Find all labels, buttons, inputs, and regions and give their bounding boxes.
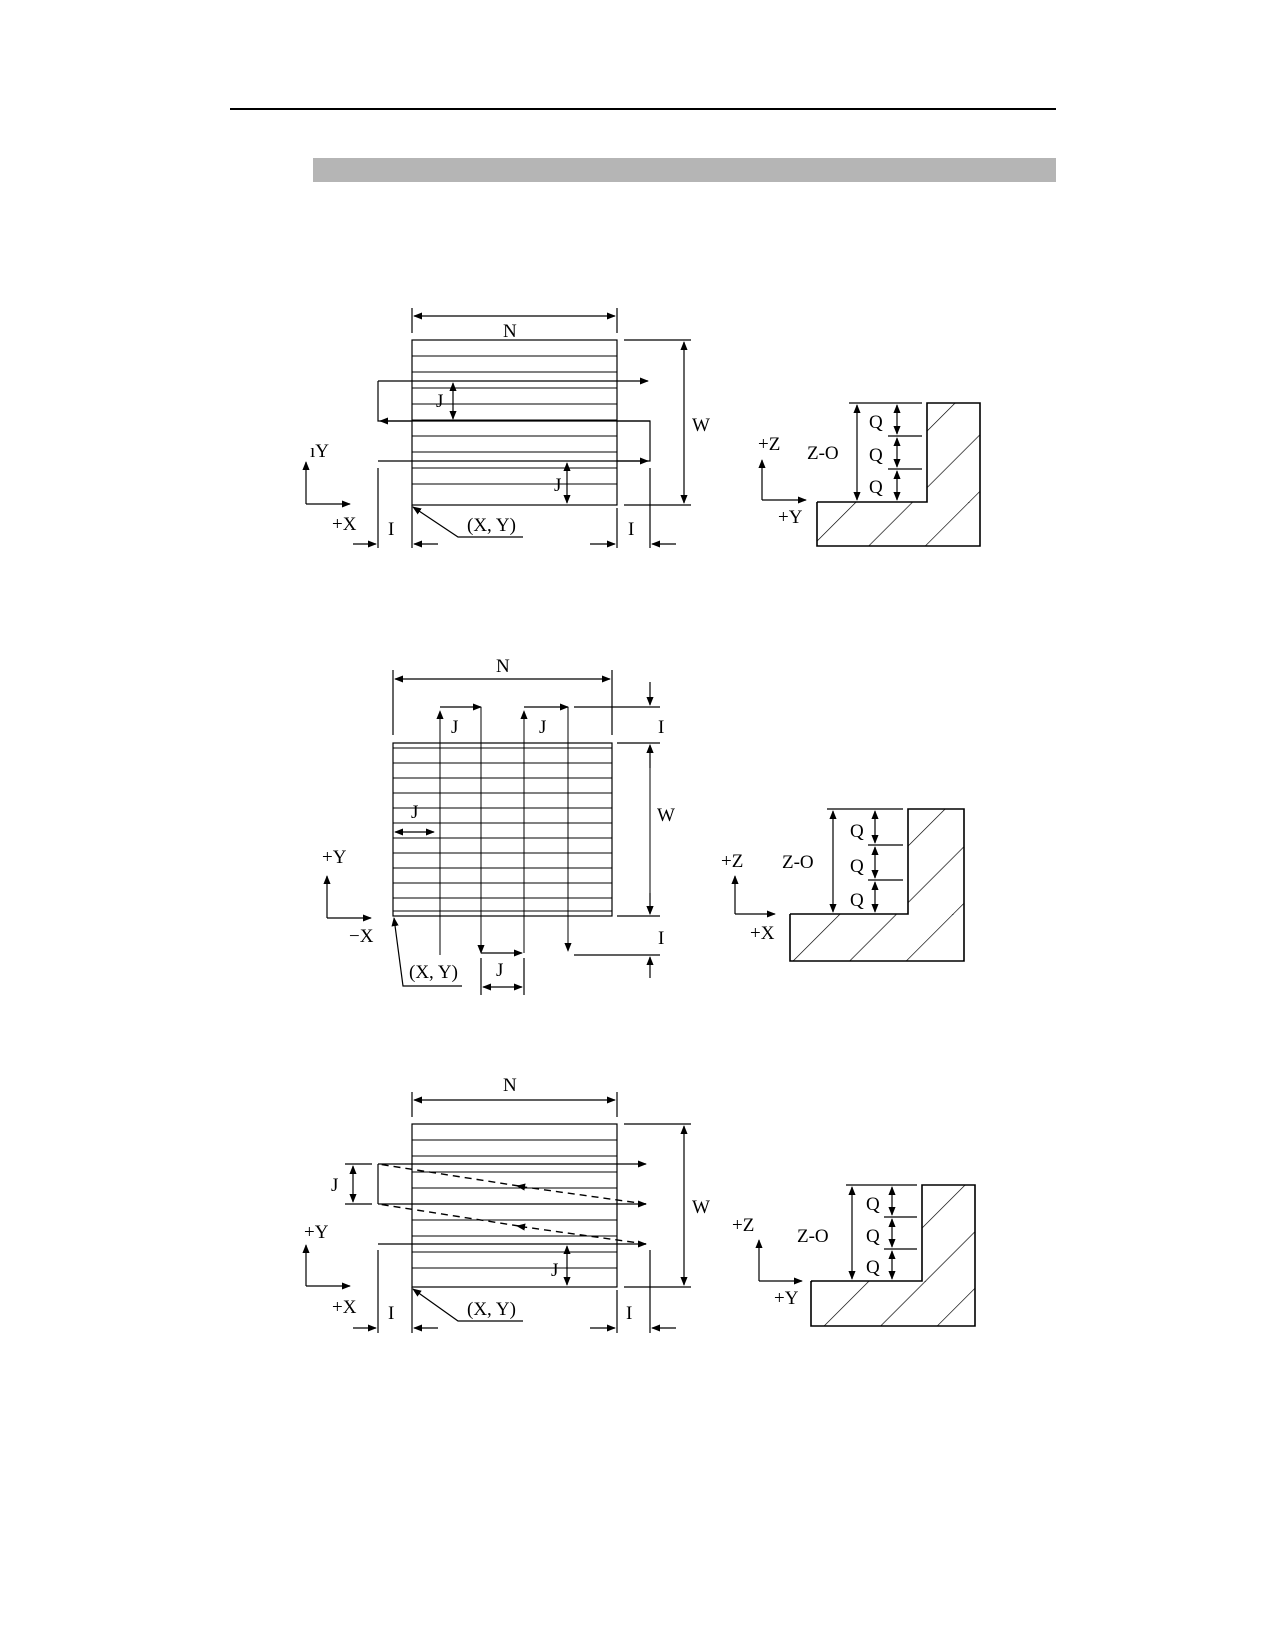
- w-dimension-label: W: [692, 415, 710, 436]
- j-stepover-label: J: [496, 960, 503, 981]
- i-overtravel-label: I: [658, 717, 664, 738]
- start-point-label: (X, Y): [467, 515, 516, 536]
- plus-z-axis-label: +Z: [758, 434, 780, 455]
- diagram-2-x-direction: N W I I J J J J (X, Y) +Y −X Q Q: [322, 656, 965, 995]
- diagram-1-workpiece-lines: [411, 339, 618, 506]
- xy-axes-indicator: +Y +X: [302, 1222, 357, 1318]
- plus-x-axis-label: +X: [750, 923, 775, 944]
- plus-y-axis-label: +Y: [322, 847, 347, 868]
- header-rule: [230, 108, 1056, 110]
- diagram-3-toolpath: [377, 1160, 647, 1248]
- j-stepover-label: J: [551, 1260, 558, 1281]
- diagram-3-xy-one-way: N W J J I I (X, Y) +Y +X Q Q: [302, 1075, 976, 1333]
- q-depth-label: Q: [850, 821, 864, 842]
- start-point-label: (X, Y): [409, 962, 458, 983]
- j-stepover-label: J: [451, 717, 458, 738]
- minus-x-axis-label: −X: [349, 926, 374, 947]
- diagram-2-toolpath: [436, 703, 572, 957]
- q-depth-label: Q: [869, 477, 883, 498]
- yz-axes-indicator: +Z +Y: [758, 434, 807, 528]
- plus-y-axis-label: +Y: [304, 1222, 329, 1243]
- plus-y-axis-label: ıY: [310, 441, 329, 462]
- q-depth-label: Q: [869, 445, 883, 466]
- yz-axes-indicator: +Z +Y: [732, 1215, 803, 1309]
- n-dimension-label: N: [503, 1075, 517, 1096]
- plus-x-axis-label: +X: [332, 1297, 357, 1318]
- diagram-3-workpiece-lines: [411, 1123, 618, 1288]
- i-overtravel-label: I: [658, 928, 664, 949]
- z-offset-label: Z-O: [797, 1226, 829, 1247]
- i-overtravel-label: I: [388, 1303, 394, 1324]
- z-offset-label: Z-O: [807, 443, 839, 464]
- diagram-2-side-section: Q Q Q Z-O: [782, 808, 965, 962]
- diagram-1-xy-zigzag: N W J J I I (X, Y) ıY +X Q Q Q Z: [302, 308, 981, 548]
- xz-axes-indicator: +Z +X: [721, 851, 776, 944]
- q-depth-label: Q: [869, 412, 883, 433]
- diagram-2-workpiece-lines: [392, 742, 613, 917]
- w-dimension-label: W: [657, 805, 675, 826]
- j-stepover-label: J: [554, 475, 561, 496]
- j-stepover-label: J: [539, 717, 546, 738]
- i-overtravel-label: I: [628, 519, 634, 540]
- q-depth-label: Q: [866, 1226, 880, 1247]
- plus-y-axis-label: +Y: [774, 1288, 799, 1309]
- i-overtravel-label: I: [626, 1303, 632, 1324]
- xy-axes-indicator: +Y −X: [322, 847, 374, 947]
- plus-z-axis-label: +Z: [721, 851, 743, 872]
- n-dimension-label: N: [496, 656, 510, 677]
- section-heading-bar: [313, 158, 1056, 182]
- z-offset-label: Z-O: [782, 852, 814, 873]
- q-depth-label: Q: [866, 1257, 880, 1278]
- j-stepover-label: J: [436, 391, 443, 412]
- w-dimension-label: W: [692, 1197, 710, 1218]
- q-depth-label: Q: [866, 1194, 880, 1215]
- q-depth-label: Q: [850, 890, 864, 911]
- n-dimension-label: N: [503, 321, 517, 342]
- j-stepover-label: J: [411, 802, 418, 823]
- start-point-label: (X, Y): [467, 1299, 516, 1320]
- plus-x-axis-label: +X: [332, 514, 357, 535]
- diagram-3-side-section: Q Q Q Z-O: [797, 1184, 976, 1327]
- q-depth-label: Q: [850, 856, 864, 877]
- i-overtravel-label: I: [388, 519, 394, 540]
- diagram-1-toolpath: [377, 377, 651, 465]
- xy-axes-indicator: ıY +X: [302, 441, 357, 535]
- diagram-1-side-section: Q Q Q Z-O: [807, 402, 981, 547]
- j-stepover-label: J: [331, 1175, 338, 1196]
- plus-z-axis-label: +Z: [732, 1215, 754, 1236]
- plus-y-axis-label: +Y: [778, 507, 803, 528]
